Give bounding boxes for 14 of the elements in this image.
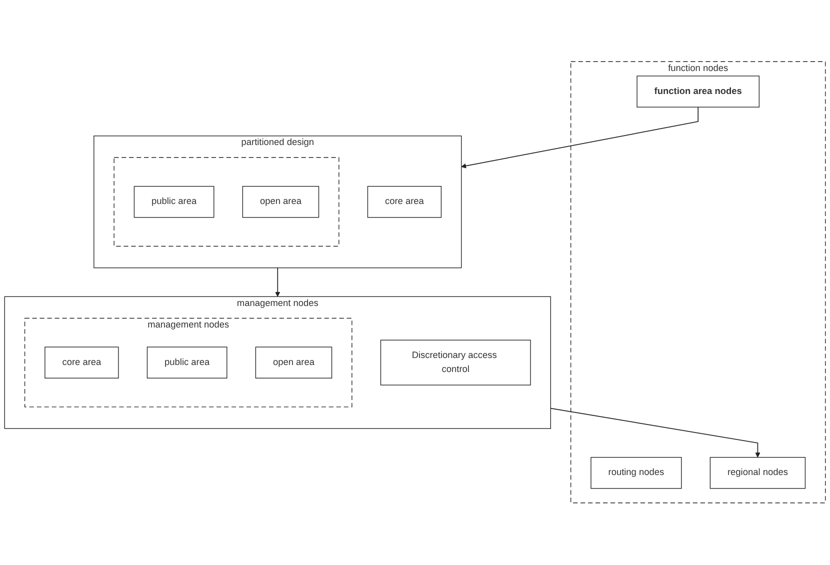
cluster bbox=[114, 157, 340, 247]
node-box: open area bbox=[255, 346, 332, 379]
node-box: public area bbox=[146, 346, 228, 379]
node-box: routing nodes bbox=[590, 457, 682, 490]
arrow bbox=[550, 408, 760, 458]
node-box: core area bbox=[44, 346, 119, 379]
node-box: open area bbox=[242, 186, 320, 218]
node-box: Discretionary access control bbox=[380, 340, 531, 386]
arrow bbox=[275, 268, 280, 298]
node-box: core area bbox=[367, 186, 442, 218]
arrow bbox=[461, 106, 699, 169]
node-box: public area bbox=[134, 186, 214, 218]
node-box: function area nodes bbox=[636, 76, 760, 108]
node-box: regional nodes bbox=[710, 457, 806, 490]
